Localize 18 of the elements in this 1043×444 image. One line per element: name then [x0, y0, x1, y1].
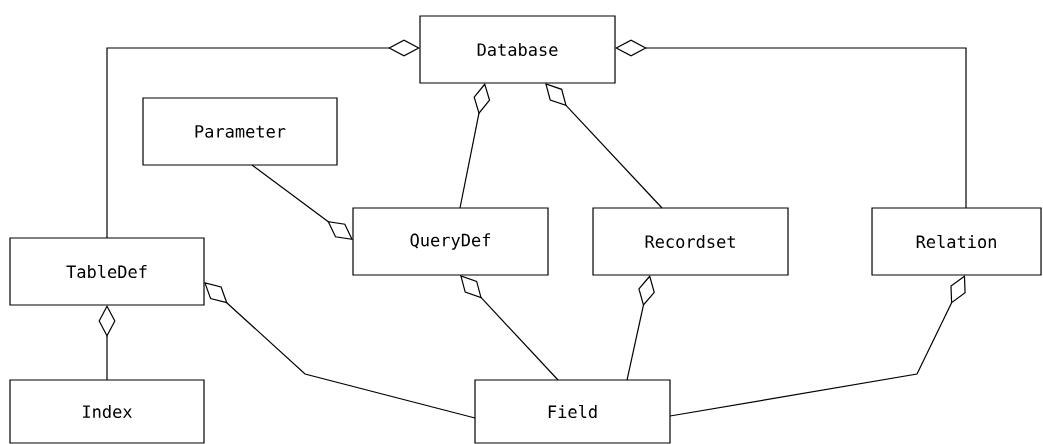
aggregation-line	[204, 282, 476, 419]
class-box: Index	[9, 379, 205, 444]
class-box: QueryDef	[352, 207, 549, 276]
class-box: Relation	[871, 207, 1042, 276]
aggregation-line	[669, 275, 966, 417]
aggregation-line	[545, 83, 663, 209]
class-box: Parameter	[142, 97, 338, 166]
aggregation-line	[460, 275, 559, 381]
class-box: TableDef	[9, 237, 205, 306]
class-box: Database	[419, 15, 616, 84]
aggregation-line	[615, 39, 967, 209]
aggregation-line	[626, 275, 655, 381]
class-box: Field	[474, 379, 671, 444]
aggregation-line	[459, 83, 491, 209]
aggregation-line	[106, 39, 420, 239]
class-box: Recordset	[592, 207, 789, 276]
aggregation-line	[98, 305, 116, 381]
aggregation-line	[251, 164, 353, 240]
